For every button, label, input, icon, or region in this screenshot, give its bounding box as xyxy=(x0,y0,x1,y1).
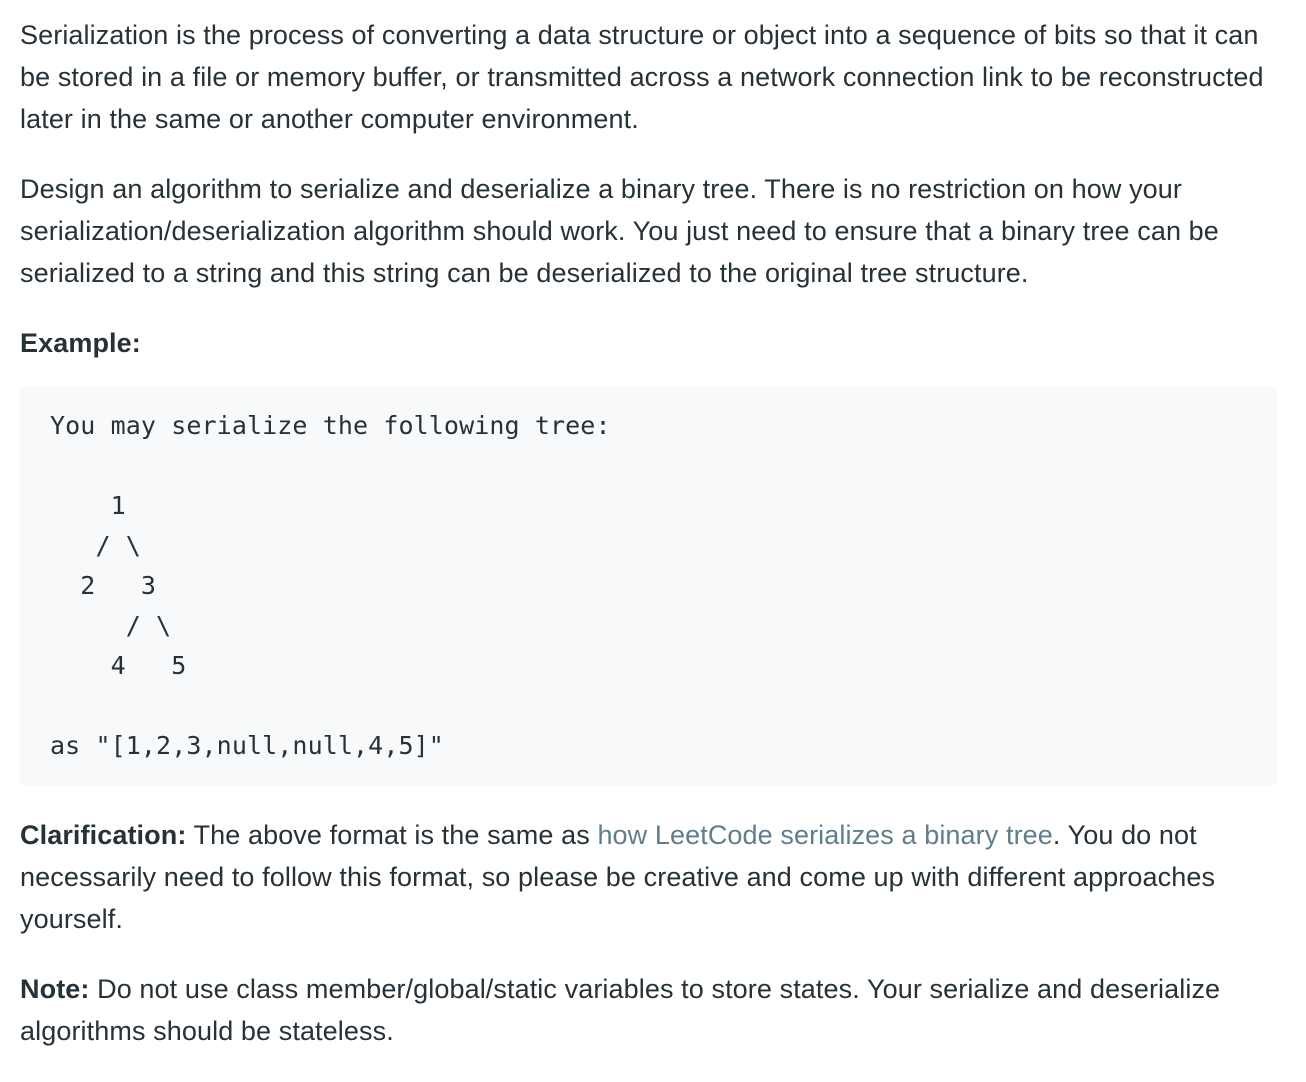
leetcode-serialization-link[interactable]: how LeetCode serializes a binary tree xyxy=(597,820,1053,850)
clarification-label: Clarification: xyxy=(20,820,187,850)
clarification-text-after: . You do not necessarily need to follow … xyxy=(20,820,1216,934)
note-paragraph: Note: Do not use class member/global/sta… xyxy=(20,968,1286,1052)
clarification-text-before: The above format is the same as xyxy=(186,820,598,850)
note-label: Note: xyxy=(20,974,90,1004)
problem-description: Serialization is the process of converti… xyxy=(20,20,1286,1052)
serialization-definition-paragraph: Serialization is the process of converti… xyxy=(20,20,1264,134)
example-heading: Example: xyxy=(20,328,141,358)
note-text: Do not use class member/global/static va… xyxy=(20,974,1221,1046)
design-task-paragraph: Design an algorithm to serialize and des… xyxy=(20,174,1219,288)
clarification-paragraph: Clarification: The above format is the s… xyxy=(20,814,1286,940)
example-code-block: You may serialize the following tree: 1 … xyxy=(20,386,1277,786)
